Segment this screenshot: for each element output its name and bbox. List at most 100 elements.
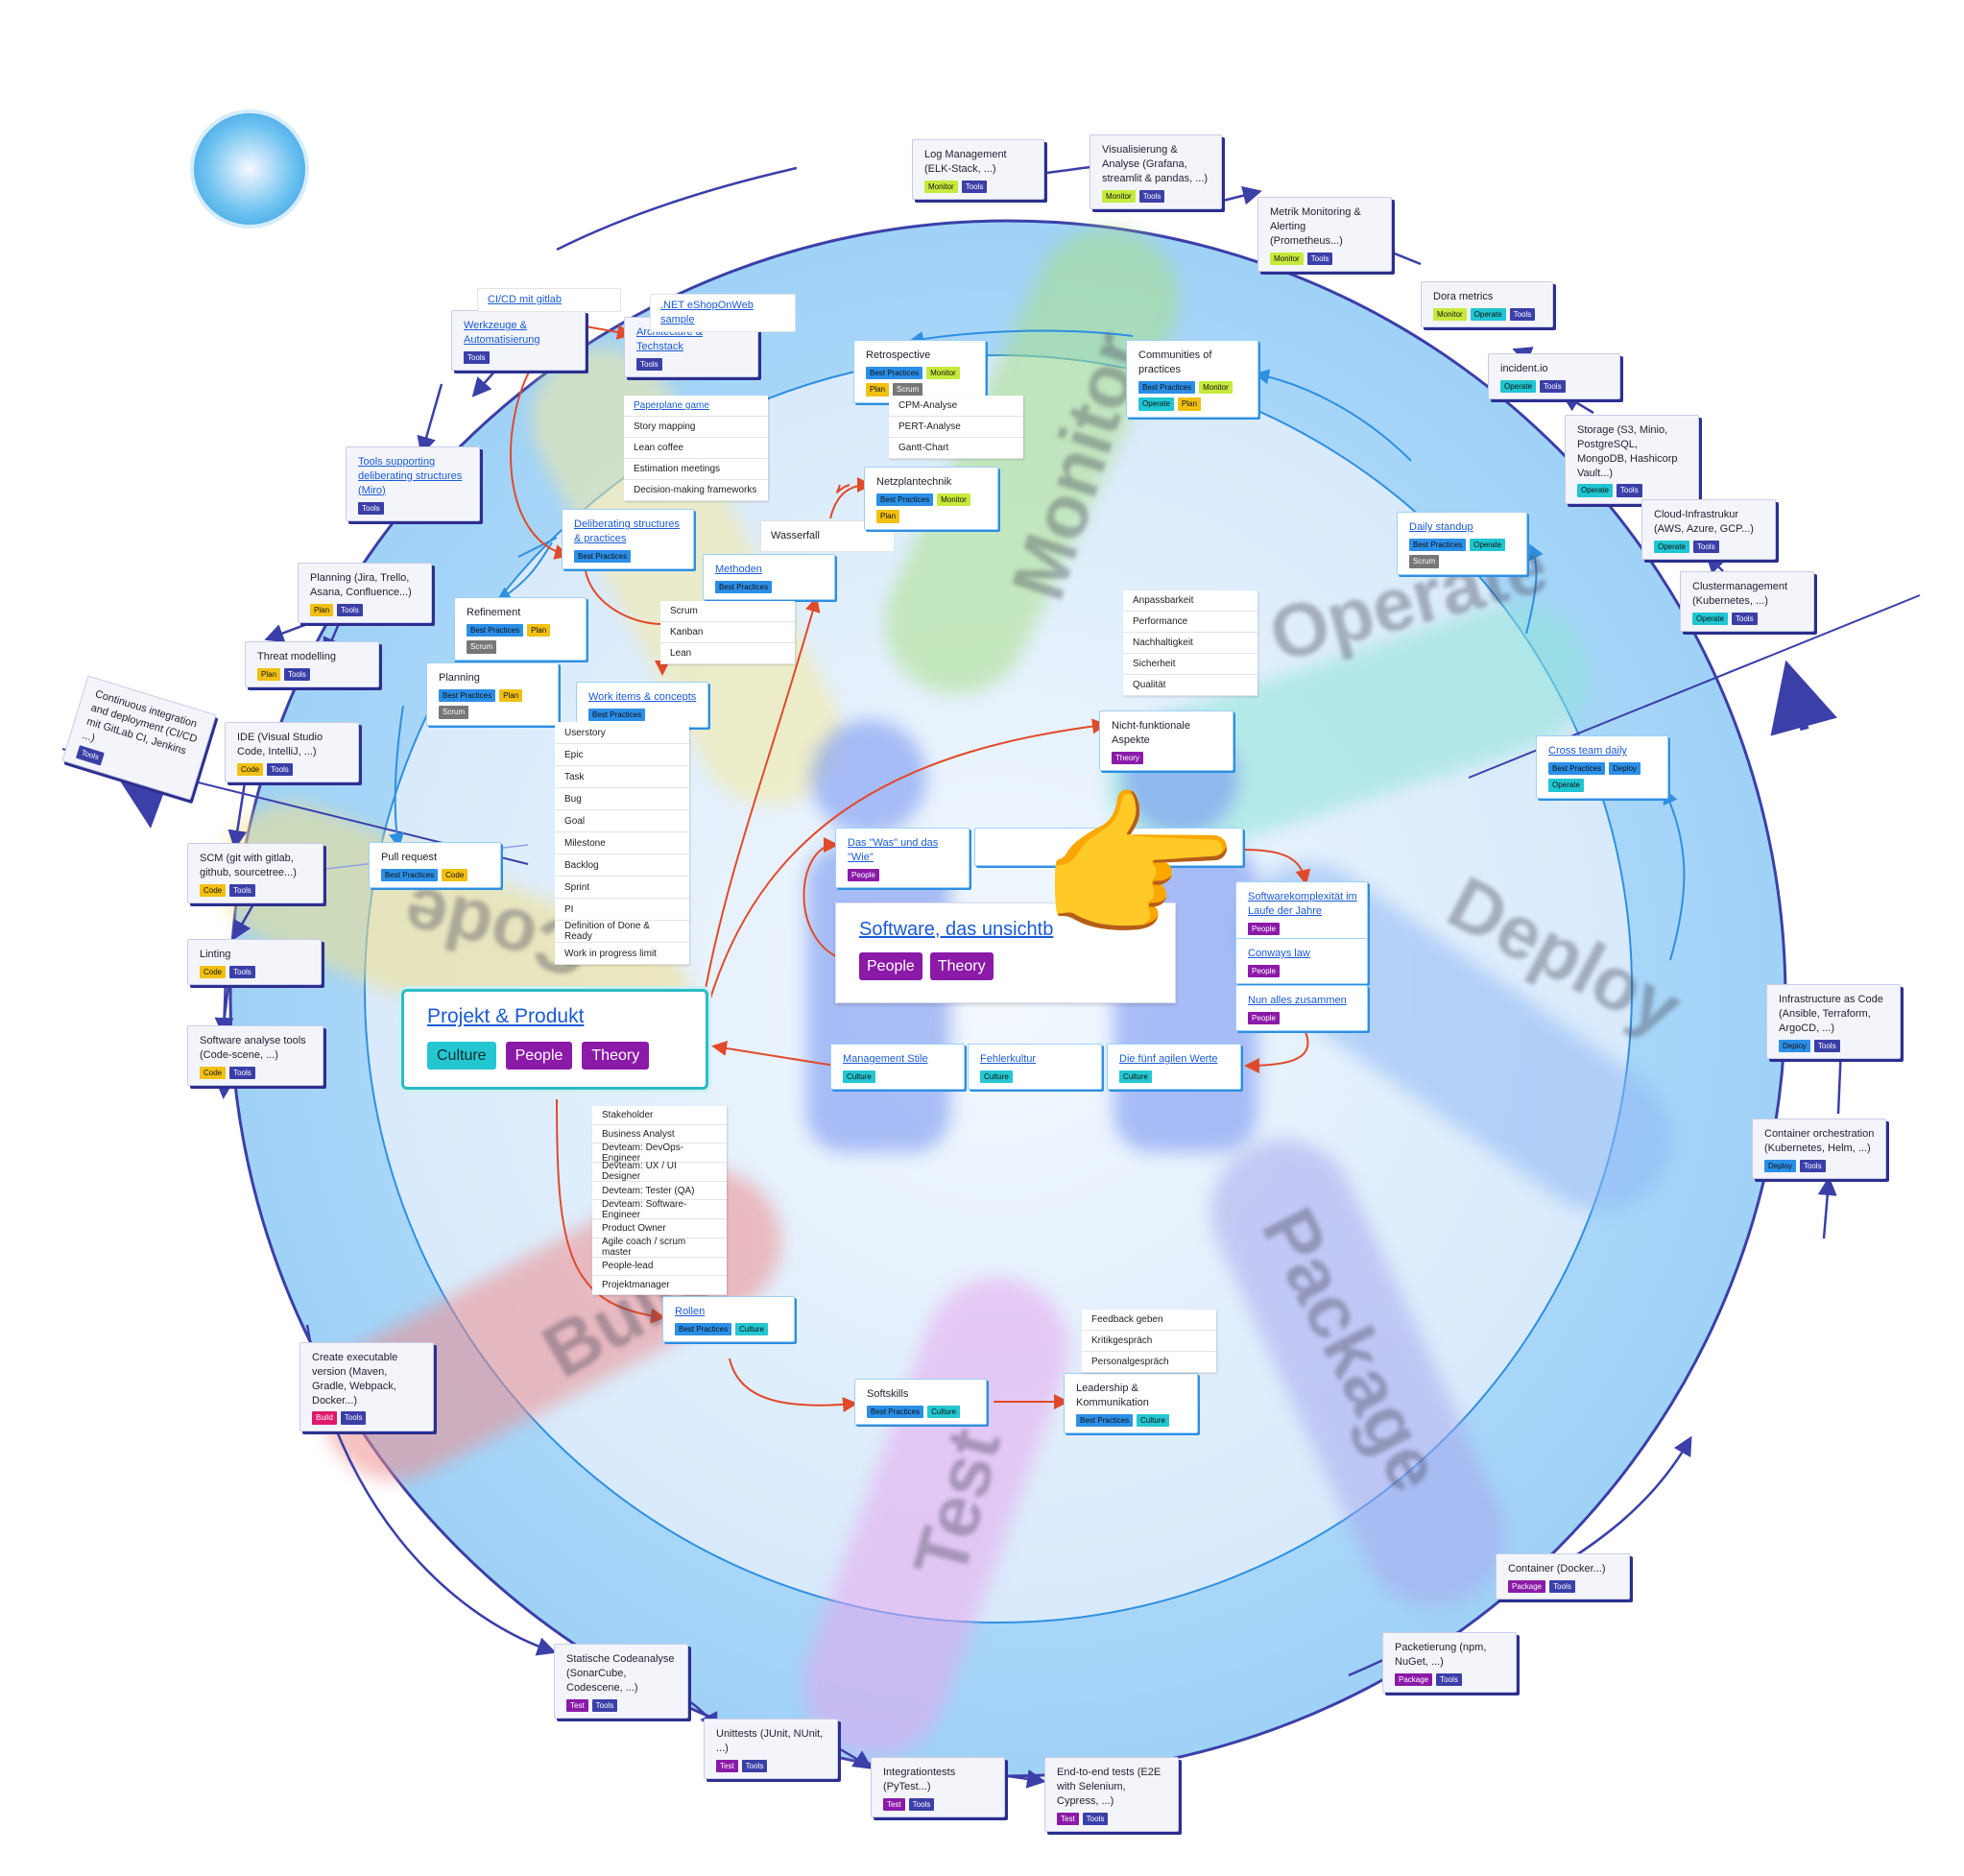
- list-item[interactable]: Sicherheit: [1123, 654, 1257, 675]
- list-item[interactable]: Product Owner: [592, 1219, 727, 1239]
- card-label[interactable]: Das "Was" und das "Wie": [848, 837, 939, 863]
- list-item[interactable]: Anpassbarkeit: [1123, 590, 1257, 612]
- list-item[interactable]: Personalgespräch: [1082, 1352, 1216, 1373]
- list-item[interactable]: Backlog: [555, 854, 689, 877]
- card-label[interactable]: Softwarekomplexität im Laufe der Jahre: [1248, 891, 1357, 917]
- list-item[interactable]: Goal: [555, 810, 689, 832]
- card-label[interactable]: Daily standup: [1409, 521, 1473, 533]
- list-item[interactable]: Devteam: Software-Engineer: [592, 1199, 727, 1220]
- card-modell[interactable]: -Modell: [974, 828, 1243, 866]
- list-item[interactable]: CPM-Analyse: [889, 396, 1023, 417]
- projekt-produkt-title[interactable]: Projekt & Produkt: [427, 1005, 585, 1027]
- card-planning-tools[interactable]: Planning (Jira, Trello, Asana, Confluenc…: [298, 563, 432, 624]
- list-item[interactable]: Qualität: [1123, 675, 1257, 696]
- list-item[interactable]: Sprint: [555, 877, 689, 899]
- list-item[interactable]: Kritikgespräch: [1082, 1331, 1216, 1352]
- list-item[interactable]: Lean coffee: [624, 438, 768, 459]
- card-software-analyse-tools[interactable]: Software analyse tools (Code-scene, ...)…: [187, 1025, 323, 1087]
- note-cicd-gitlab[interactable]: CI/CD mit gitlab: [477, 288, 621, 312]
- list-item[interactable]: Epic: [555, 744, 689, 766]
- list-item[interactable]: Paperplane game: [624, 396, 768, 417]
- list-item[interactable]: PERT-Analyse: [889, 417, 1023, 438]
- card-storage[interactable]: Storage (S3, Minio, PostgreSQL, MongoDB,…: [1565, 415, 1699, 504]
- card-deliberating-tools[interactable]: Tools supporting deliberating structures…: [346, 446, 480, 522]
- card-statische-codeanalyse[interactable]: Statische Codeanalyse (SonarCube, Codesc…: [554, 1644, 688, 1720]
- list-item[interactable]: Feedback geben: [1082, 1310, 1216, 1331]
- list-item[interactable]: Lean: [660, 643, 795, 664]
- card-label[interactable]: Deliberating structures & practices: [574, 518, 681, 544]
- list-item[interactable]: Task: [555, 766, 689, 788]
- list-item[interactable]: Decision-making frameworks: [624, 480, 768, 501]
- list-item[interactable]: Scrum: [660, 601, 795, 622]
- list-item[interactable]: Projektmanager: [592, 1276, 727, 1295]
- card-label[interactable]: Werkzeuge & Automatisierung: [464, 320, 540, 346]
- list-item[interactable]: Definition of Done & Ready: [555, 921, 689, 943]
- note-cicd-gitlab-label[interactable]: CI/CD mit gitlab: [488, 294, 563, 305]
- card-visualisierung[interactable]: Visualisierung & Analyse (Grafana, strea…: [1090, 134, 1222, 210]
- card-cloud-infra[interactable]: Cloud-Infrastrukur (AWS, Azure, GCP...)O…: [1641, 499, 1776, 561]
- card-label[interactable]: Tools supporting deliberating structures…: [358, 456, 463, 496]
- list-item[interactable]: Gantt-Chart: [889, 438, 1023, 459]
- list-item[interactable]: Nachhaltigkeit: [1123, 633, 1257, 654]
- note-eshop-sample-label[interactable]: .NET eShopOnWeb sample: [660, 300, 754, 325]
- list-item[interactable]: Userstory: [555, 722, 689, 744]
- card-label[interactable]: Cross team daily: [1548, 745, 1627, 757]
- list-item[interactable]: PI: [555, 899, 689, 921]
- list-item[interactable]: Milestone: [555, 832, 689, 854]
- card-label[interactable]: Conways law: [1248, 948, 1310, 959]
- list-item[interactable]: Bug: [555, 788, 689, 810]
- list-item[interactable]: Story mapping: [624, 417, 768, 438]
- list-item[interactable]: Agile coach / scrum master: [592, 1237, 727, 1258]
- card-label[interactable]: Nun alles zusammen: [1248, 995, 1347, 1006]
- card-ide[interactable]: IDE (Visual Studio Code, IntelliJ, ...)C…: [225, 722, 359, 783]
- card-scm[interactable]: SCM (git with gitlab, github, sourcetree…: [187, 843, 323, 904]
- list-item[interactable]: Devteam: Tester (QA): [592, 1182, 727, 1201]
- card-metrik-monitoring[interactable]: Metrik Monitoring & Alerting (Prometheus…: [1257, 197, 1392, 273]
- list-item[interactable]: Business Analyst: [592, 1125, 727, 1144]
- list-item[interactable]: Estimation meetings: [624, 459, 768, 480]
- card-label[interactable]: Management Stile: [843, 1053, 928, 1065]
- list-item[interactable]: Work in progress limit: [555, 943, 689, 965]
- card-label[interactable]: -Modell: [1138, 837, 1174, 849]
- center-title[interactable]: Software, das unsichtb: [859, 919, 1054, 940]
- card-label[interactable]: Die fünf agilen Werte: [1119, 1053, 1218, 1065]
- list-item[interactable]: Kanban: [660, 622, 795, 643]
- card-end-to-end-tests[interactable]: End-to-end tests (E2E with Selenium, Cyp…: [1044, 1757, 1179, 1833]
- card-das-was-und-das-wie[interactable]: Das "Was" und das "Wie"People: [835, 828, 970, 889]
- card-label[interactable]: Work items & concepts: [588, 691, 697, 703]
- list-item[interactable]: People-lead: [592, 1258, 727, 1277]
- list-item[interactable]: Devteam: DevOps-Engineer: [592, 1142, 727, 1164]
- card-label[interactable]: Rollen: [675, 1306, 706, 1317]
- list-item[interactable]: Performance: [1123, 612, 1257, 633]
- card-clustermanagement[interactable]: Clustermanagement (Kubernetes, ...)Opera…: [1680, 571, 1814, 633]
- list-item[interactable]: Stakeholder: [592, 1106, 727, 1125]
- card-infrastructure-as-code[interactable]: Infrastructure as Code (Ansible, Terrafo…: [1766, 984, 1901, 1060]
